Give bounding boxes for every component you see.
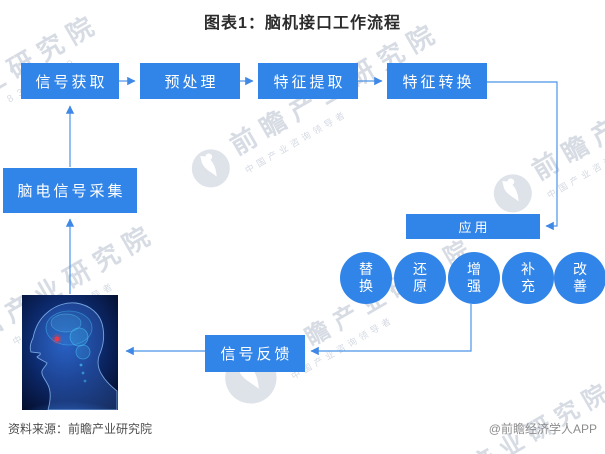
qianzhan-logo-icon (191, 148, 230, 187)
flow-box-preprocessing: 预处理 (140, 63, 240, 99)
source-note: 资料来源：前瞻产业研究院 (8, 422, 153, 436)
application-circle-restore: 还原 (394, 252, 446, 304)
circle-label: 还原 (413, 260, 427, 295)
flow-box-label: 特征转换 (402, 73, 475, 91)
brain-scan-image (22, 295, 118, 410)
flow-box-label: 信号反馈 (220, 346, 293, 363)
watermark-right: 前瞻产业研究院 中国产业咨询领导者 (482, 36, 605, 225)
flow-box-signal-acquisition: 信号获取 (21, 63, 119, 99)
arrow-transform-to-application (487, 81, 558, 231)
flow-box-application: 应用 (406, 214, 540, 239)
watermark-center: 前瞻产业研究院 中国产业咨询领导者 (180, 11, 455, 200)
flow-box-label: 特征提取 (273, 73, 346, 91)
circle-label: 增强 (467, 260, 481, 295)
flow-box-feature-extraction: 特征提取 (258, 63, 358, 99)
arrow-enhance-to-feedback (310, 304, 472, 356)
flow-box-label: 预处理 (164, 73, 219, 91)
application-circle-enhance: 增强 (448, 252, 500, 304)
figure-title: 图表1：脑机接口工作流程 (204, 15, 401, 32)
application-circle-improve: 改善 (554, 252, 605, 304)
flow-box-signal-feedback: 信号反馈 (205, 335, 305, 372)
application-circle-replace: 替换 (340, 252, 392, 304)
flow-box-label: 应用 (458, 220, 491, 235)
circle-label: 替换 (359, 260, 373, 295)
qianzhan-logo-icon (493, 173, 532, 212)
credit-note: @前瞻经济学人APP (488, 422, 597, 436)
circle-label: 补充 (521, 260, 535, 295)
application-circle-supplement: 补充 (502, 252, 554, 304)
flow-box-label: 脑电信号采集 (17, 183, 126, 200)
flow-box-feature-transform: 特征转换 (387, 63, 487, 99)
circle-label: 改善 (573, 260, 587, 295)
flow-box-eeg-collection: 脑电信号采集 (3, 168, 137, 213)
flow-box-label: 信号获取 (35, 73, 108, 91)
